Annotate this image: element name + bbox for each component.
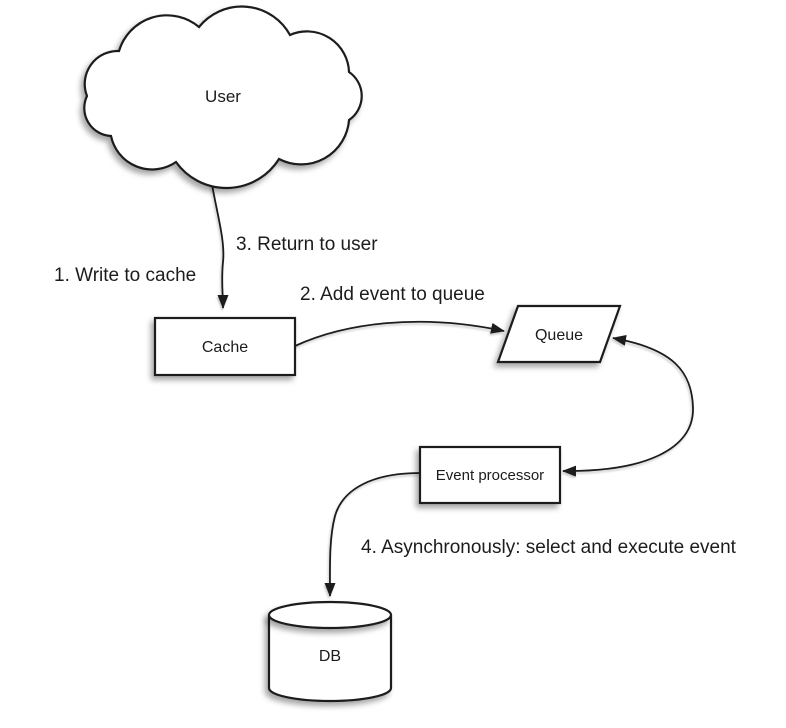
edges [208,158,694,597]
edge-eventprocessor-queue-bidirectional [562,334,694,477]
step-labels: 1. Write to cache 2. Add event to queue … [54,234,737,558]
db-cylinder-top [267,600,393,630]
event-processor-label: Event processor [436,467,544,484]
step3-label: 3. Return to user [236,234,378,255]
user-cloud-shape [83,5,363,190]
db-cylinder-shape [267,600,393,703]
queue-parallelogram-shape [496,304,622,364]
cache-label: Cache [202,339,248,356]
db-cylinder-body [267,615,393,703]
user-label: User [205,87,241,106]
event-processor-box-shape [418,445,562,505]
edge-cache-to-queue [294,320,505,347]
queue-label: Queue [535,327,583,344]
node-labels: User Cache Queue Event processor DB [202,87,583,665]
db-label: DB [319,648,341,665]
step1-label: 1. Write to cache [54,265,196,286]
step2-label: 2. Add event to queue [300,284,485,305]
edge-user-to-cache [208,158,229,309]
edge-eventprocessor-to-db [324,472,421,597]
step4-label: 4. Asynchronously: select and execute ev… [361,537,737,558]
shapes [83,5,622,703]
cache-box-shape [153,316,297,377]
